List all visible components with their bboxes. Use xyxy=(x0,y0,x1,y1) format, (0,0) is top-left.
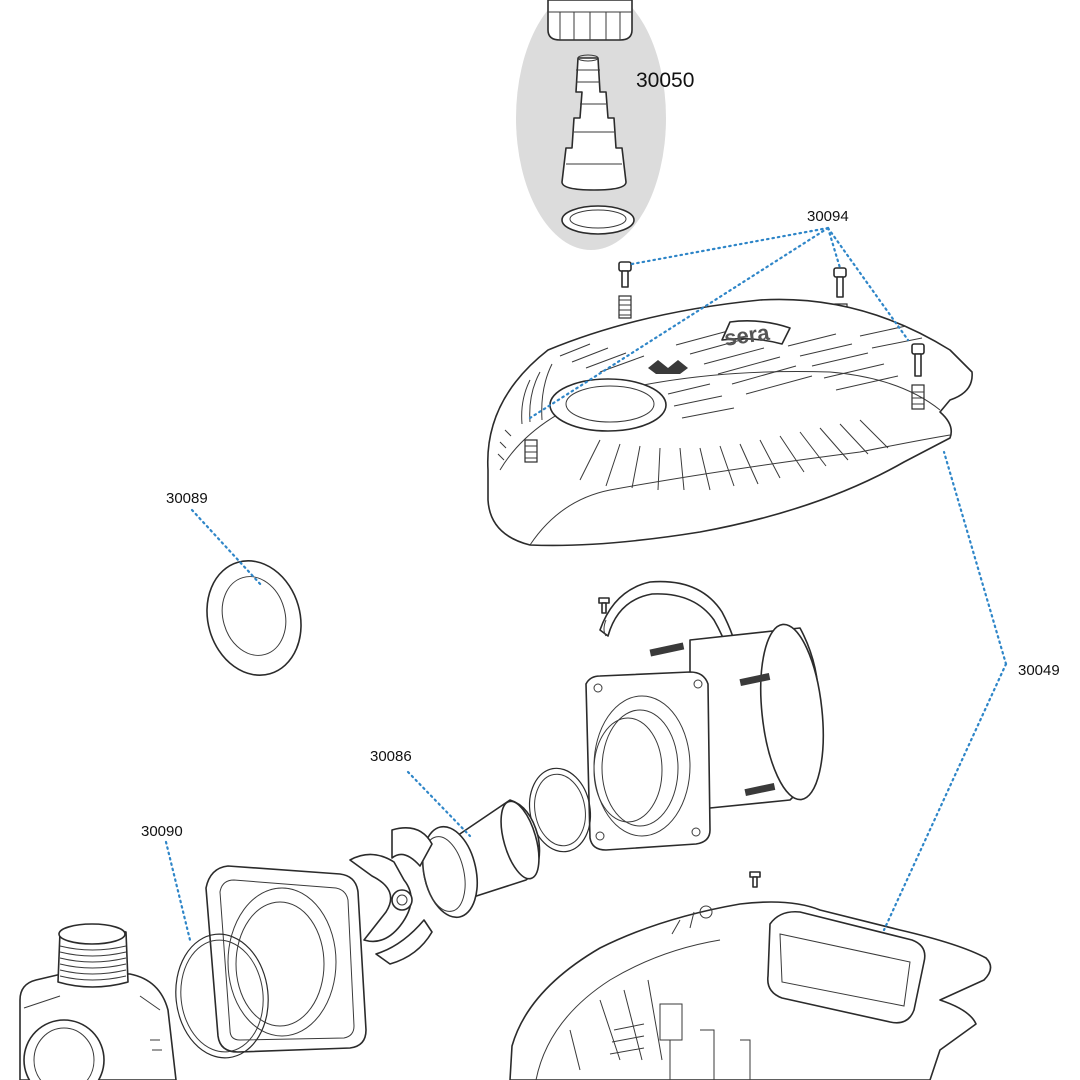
hose-adapter-seal-ring xyxy=(561,205,635,235)
cover-springs xyxy=(524,343,925,463)
part-number-30049: 30049 xyxy=(1018,662,1060,679)
part-number-30090: 30090 xyxy=(141,823,183,840)
cover-inlet-opening xyxy=(549,378,667,432)
motor-housing[interactable] xyxy=(585,580,831,851)
housing-studs xyxy=(649,642,776,797)
impeller[interactable] xyxy=(349,797,546,965)
leader-lines xyxy=(164,226,1008,942)
handle-screw xyxy=(598,597,610,614)
part-number-30050: 30050 xyxy=(636,69,694,92)
base-housing[interactable] xyxy=(509,871,992,1080)
union-nut xyxy=(547,0,633,41)
part-number-30094: 30094 xyxy=(807,208,849,225)
screw-2 xyxy=(833,267,848,323)
hose-adapter-group[interactable] xyxy=(516,0,666,250)
pump-outlet-body[interactable] xyxy=(19,923,177,1080)
pump-chamber-cover[interactable] xyxy=(205,865,367,1053)
flat-gasket-ring[interactable] xyxy=(194,550,314,687)
strainer-cover[interactable]: sera xyxy=(486,298,973,547)
chamber-o-ring[interactable] xyxy=(170,930,274,1063)
cover-screws-and-springs[interactable] xyxy=(618,261,848,323)
cover-logo: sera xyxy=(648,320,791,374)
part-number-30089: 30089 xyxy=(166,490,208,507)
housing-o-ring[interactable] xyxy=(523,763,597,856)
screw-1 xyxy=(618,261,632,319)
stepped-hose-tail xyxy=(561,54,627,191)
part-number-30086: 30086 xyxy=(370,748,412,765)
cover-slots xyxy=(497,325,923,491)
base-screw xyxy=(749,871,761,888)
